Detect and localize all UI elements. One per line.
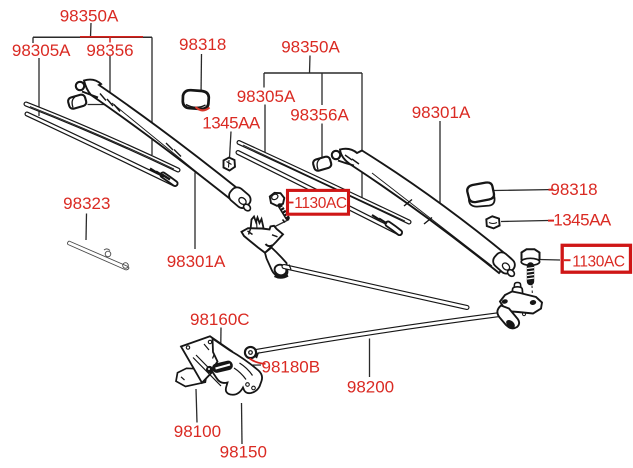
svg-text:98318: 98318 <box>550 180 597 199</box>
svg-text:98200: 98200 <box>347 378 394 397</box>
svg-text:98356A: 98356A <box>290 106 349 125</box>
svg-text:1130AC: 1130AC <box>572 254 625 271</box>
svg-text:98100: 98100 <box>174 422 221 441</box>
svg-text:98356: 98356 <box>86 41 133 60</box>
svg-text:1130AC: 1130AC <box>294 195 347 212</box>
svg-text:1345AA: 1345AA <box>202 114 261 133</box>
svg-text:98160C: 98160C <box>190 310 250 329</box>
svg-text:98301A: 98301A <box>412 103 471 122</box>
svg-text:98301A: 98301A <box>167 252 226 271</box>
svg-text:98305A: 98305A <box>237 87 296 106</box>
svg-text:98150: 98150 <box>220 442 267 461</box>
svg-text:1345AA: 1345AA <box>553 210 612 229</box>
svg-text:98323: 98323 <box>63 194 110 213</box>
svg-text:98350A: 98350A <box>281 38 340 57</box>
svg-text:98318: 98318 <box>179 35 226 54</box>
svg-text:98180B: 98180B <box>261 358 320 377</box>
svg-text:98305A: 98305A <box>12 41 71 60</box>
svg-text:98350A: 98350A <box>60 7 119 26</box>
